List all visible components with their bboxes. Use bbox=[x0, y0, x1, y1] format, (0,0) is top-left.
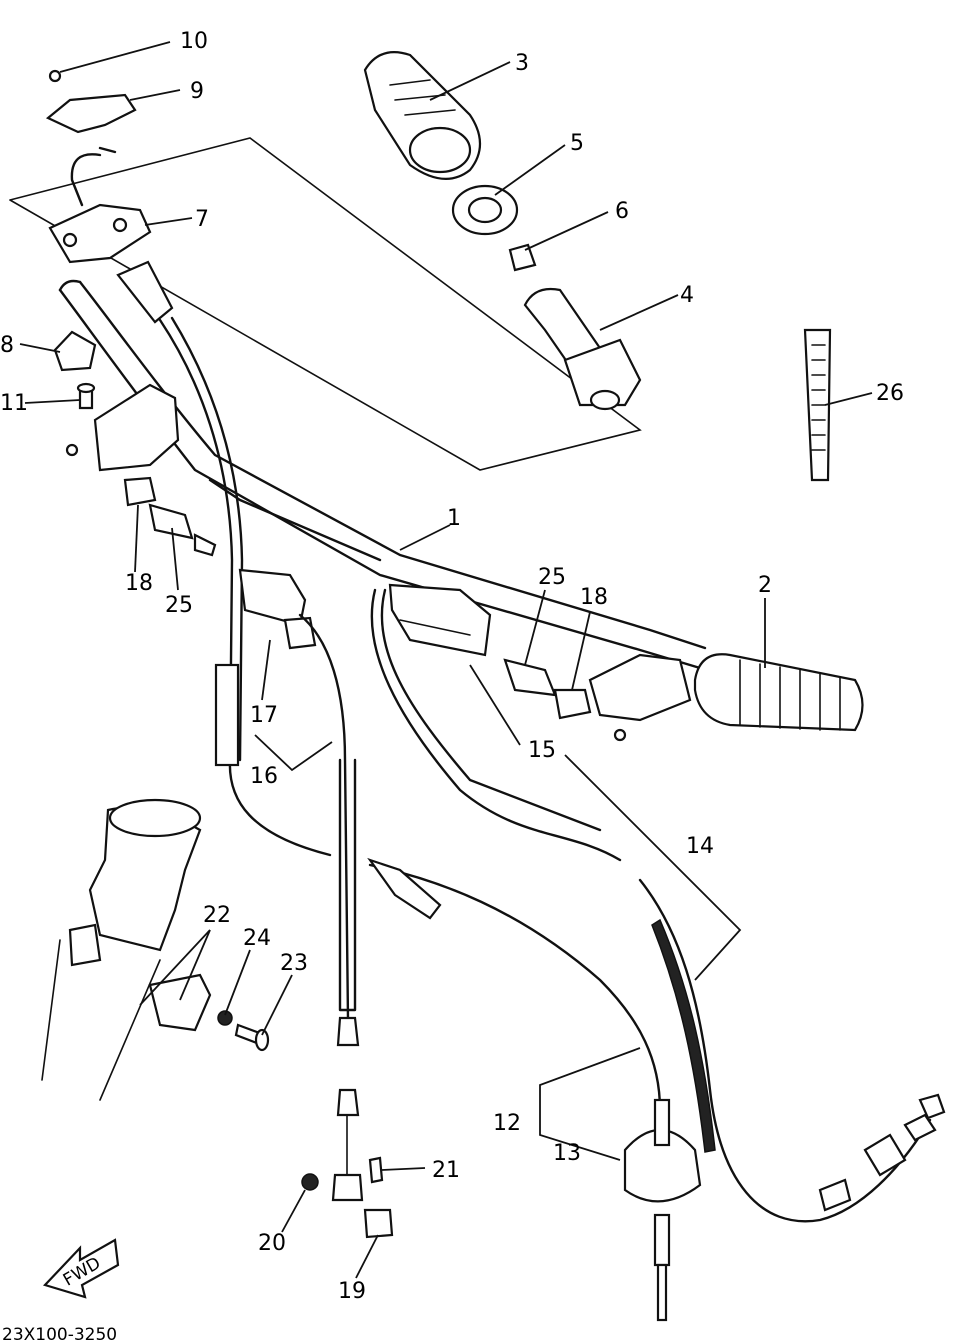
label-part-6: 6 bbox=[615, 199, 629, 224]
cable-14-end bbox=[818, 1093, 946, 1212]
label-part-5: 5 bbox=[570, 131, 584, 156]
screw-11 bbox=[76, 382, 96, 410]
label-part-11: 11 bbox=[0, 391, 28, 416]
part-labels: 10 9 3 5 6 7 4 8 11 26 1 2 25 18 18 25 1… bbox=[0, 29, 904, 1304]
grip-left bbox=[693, 653, 864, 732]
handlebar bbox=[58, 279, 707, 670]
label-part-9: 9 bbox=[190, 79, 204, 104]
nut-20 bbox=[301, 1173, 319, 1191]
label-part-18-left: 18 bbox=[125, 571, 153, 596]
label-part-4: 4 bbox=[680, 283, 694, 308]
adjuster-left bbox=[123, 476, 217, 557]
collar-6 bbox=[508, 243, 537, 272]
label-part-1: 1 bbox=[447, 506, 461, 531]
nut-24 bbox=[217, 1010, 233, 1026]
label-part-7: 7 bbox=[195, 207, 209, 232]
label-part-25-left: 25 bbox=[165, 593, 193, 618]
throttle-assembly-group-frame bbox=[9, 137, 642, 471]
label-part-16: 16 bbox=[250, 764, 278, 789]
bolt-23 bbox=[234, 1023, 270, 1052]
label-part-19: 19 bbox=[338, 1279, 366, 1304]
throttle-tube bbox=[523, 287, 642, 411]
grip-throttle bbox=[363, 51, 482, 180]
label-part-17: 17 bbox=[250, 703, 278, 728]
throttle-cable bbox=[158, 316, 332, 857]
label-part-18-right: 18 bbox=[580, 585, 608, 610]
intake-boot bbox=[41, 798, 202, 1101]
fwd-arrow: FWD bbox=[42, 1238, 120, 1299]
clutch-cable bbox=[298, 613, 364, 1202]
leader-lines bbox=[19, 41, 873, 1279]
label-part-25-right: 25 bbox=[538, 565, 566, 590]
diagram-code: 23X100-3250 bbox=[2, 1325, 117, 1344]
throttle-boot bbox=[116, 260, 174, 324]
label-part-24: 24 bbox=[243, 926, 271, 951]
cable-elbow bbox=[70, 146, 117, 207]
label-part-3: 3 bbox=[515, 51, 529, 76]
switch-housing bbox=[238, 568, 317, 650]
label-part-22: 22 bbox=[203, 903, 231, 928]
label-part-20: 20 bbox=[258, 1231, 286, 1256]
label-part-8: 8 bbox=[0, 333, 14, 358]
label-part-23: 23 bbox=[280, 951, 308, 976]
right-lever bbox=[588, 653, 692, 742]
label-part-2: 2 bbox=[758, 573, 772, 598]
throttle-housing bbox=[65, 383, 180, 472]
label-part-12: 12 bbox=[493, 1111, 521, 1136]
cable-cap-13 bbox=[623, 1098, 702, 1322]
bracket-22 bbox=[148, 973, 212, 1032]
label-part-26: 26 bbox=[876, 381, 904, 406]
pin-21 bbox=[368, 1156, 384, 1184]
throttle-bracket bbox=[45, 69, 137, 134]
washer-5 bbox=[451, 184, 519, 236]
adjuster-right bbox=[503, 658, 592, 720]
cable-12 bbox=[367, 857, 662, 1112]
strap-26 bbox=[803, 328, 832, 482]
label-part-21: 21 bbox=[432, 1158, 460, 1183]
cable-14 bbox=[370, 588, 932, 1223]
throttle-cover bbox=[48, 203, 152, 264]
label-part-13: 13 bbox=[553, 1141, 581, 1166]
clamp-half bbox=[53, 330, 97, 372]
right-switch bbox=[388, 583, 492, 657]
label-part-15: 15 bbox=[528, 738, 556, 763]
collar-19 bbox=[363, 1208, 394, 1239]
label-part-14: 14 bbox=[686, 834, 714, 859]
label-part-10: 10 bbox=[180, 29, 208, 54]
